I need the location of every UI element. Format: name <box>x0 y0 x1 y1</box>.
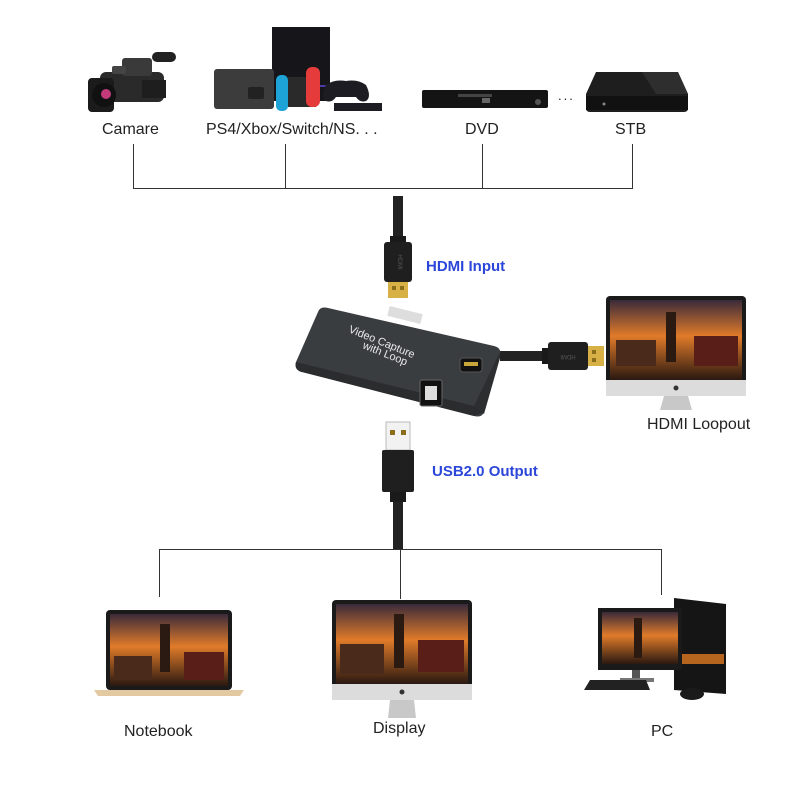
camcorder-icon <box>88 52 176 112</box>
source-label-camera: Camare <box>102 121 159 138</box>
dvd-player-icon <box>422 90 548 108</box>
monitor-icon <box>332 600 472 718</box>
monitor-icon <box>606 296 746 410</box>
capture-device: Video Capture with Loop <box>295 306 501 417</box>
hdmi-cable-icon: HDMI <box>384 196 412 298</box>
source-label-stb: STB <box>615 121 647 138</box>
ellipsis: ... <box>558 88 575 103</box>
hdmi-input-label: HDMI Input <box>426 258 506 275</box>
output-label-notebook: Notebook <box>124 723 193 740</box>
game-console-icon <box>214 27 382 111</box>
cable-text: HDMI <box>560 353 576 359</box>
usb-output-label: USB2.0 Output <box>432 463 538 480</box>
connector-line <box>482 144 483 188</box>
usb-cable-icon <box>382 421 414 550</box>
laptop-icon <box>94 610 244 696</box>
hdmi-loopout-cable-icon: HDMI <box>500 342 604 370</box>
connector-line <box>159 549 661 550</box>
output-label-pc: PC <box>651 723 674 740</box>
connector-line <box>661 549 662 595</box>
output-label-display: Display <box>373 720 426 737</box>
connector-line <box>400 549 401 599</box>
source-label-dvd: DVD <box>465 121 499 138</box>
desktop-pc-icon <box>584 598 726 700</box>
connector-line <box>133 188 633 189</box>
connector-line <box>159 549 160 597</box>
connector-line <box>133 144 134 188</box>
source-label-consoles: PS4/Xbox/Switch/NS. . . <box>206 121 378 138</box>
connector-line <box>632 144 633 188</box>
svg-text:HDMI: HDMI <box>396 254 402 270</box>
connector-line <box>285 144 286 188</box>
set-top-box-icon <box>586 72 688 112</box>
hdmi-loopout-label: HDMI Loopout <box>647 416 751 433</box>
